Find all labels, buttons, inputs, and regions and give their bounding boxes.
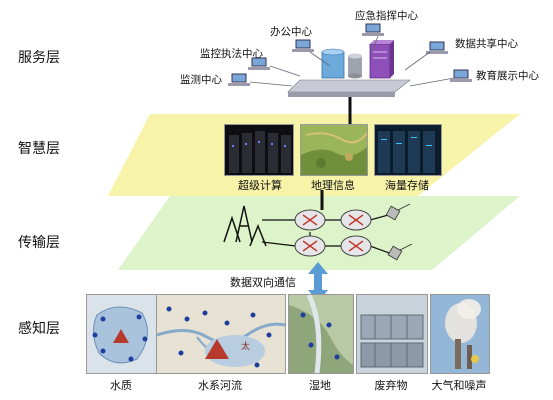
service-node-icons — [228, 23, 472, 87]
monitor-center-label: 监测中心 — [180, 74, 222, 86]
geo-info-image — [300, 124, 368, 176]
router-icon — [294, 209, 372, 257]
wetland-image — [288, 294, 354, 374]
bidirectional-arrow-icon — [308, 262, 328, 300]
data-share-center-label: 数据共享中心 — [455, 38, 518, 50]
air-noise-caption: 大气和噪声 — [431, 379, 487, 392]
water-quality-caption: 水质 — [110, 379, 132, 392]
water-quality-map — [86, 294, 158, 374]
river-system-map: 太 — [156, 294, 286, 374]
emergency-center-label: 应急指挥中心 — [355, 10, 418, 22]
service-layer-label: 服务层 — [18, 50, 60, 66]
transport-network — [223, 203, 413, 300]
waste-caption: 废弃物 — [374, 379, 408, 392]
antenna-tower-icon — [223, 205, 267, 247]
smart-layer-label: 智慧层 — [18, 141, 60, 157]
satellite-icon — [385, 203, 413, 261]
transport-layer-label: 传输层 — [18, 235, 60, 251]
data-share-workstation-icon — [426, 41, 448, 54]
transport-plane — [118, 196, 520, 270]
supercomputing-image — [224, 124, 294, 176]
service-platform — [287, 40, 411, 97]
river-system-caption: 水系河流 — [198, 379, 242, 392]
office-center-label: 办公中心 — [270, 26, 312, 38]
wetland-caption: 湿地 — [309, 379, 331, 392]
enforcement-workstation-icon — [248, 57, 270, 70]
waste-image — [356, 294, 428, 374]
bidirectional-comm-label: 数据双向通信 — [230, 276, 296, 289]
office-workstation-icon — [292, 39, 314, 52]
supercomputing-caption: 超级计算 — [238, 179, 282, 192]
geo-info-caption: 地理信息 — [311, 179, 355, 192]
mass-storage-image — [374, 124, 442, 176]
education-workstation-icon — [450, 69, 472, 82]
sensing-layer-label: 感知层 — [18, 321, 60, 337]
mass-storage-caption: 海量存储 — [385, 179, 429, 192]
map-tai-label: 太 — [241, 342, 251, 352]
enforcement-center-label: 监控执法中心 — [200, 48, 263, 60]
air-noise-image — [430, 294, 490, 374]
education-center-label: 教育展示中心 — [476, 70, 539, 82]
storage-cylinder-icon — [348, 56, 362, 76]
emergency-workstation-icon — [362, 23, 384, 36]
monitor-workstation-icon — [228, 73, 250, 86]
